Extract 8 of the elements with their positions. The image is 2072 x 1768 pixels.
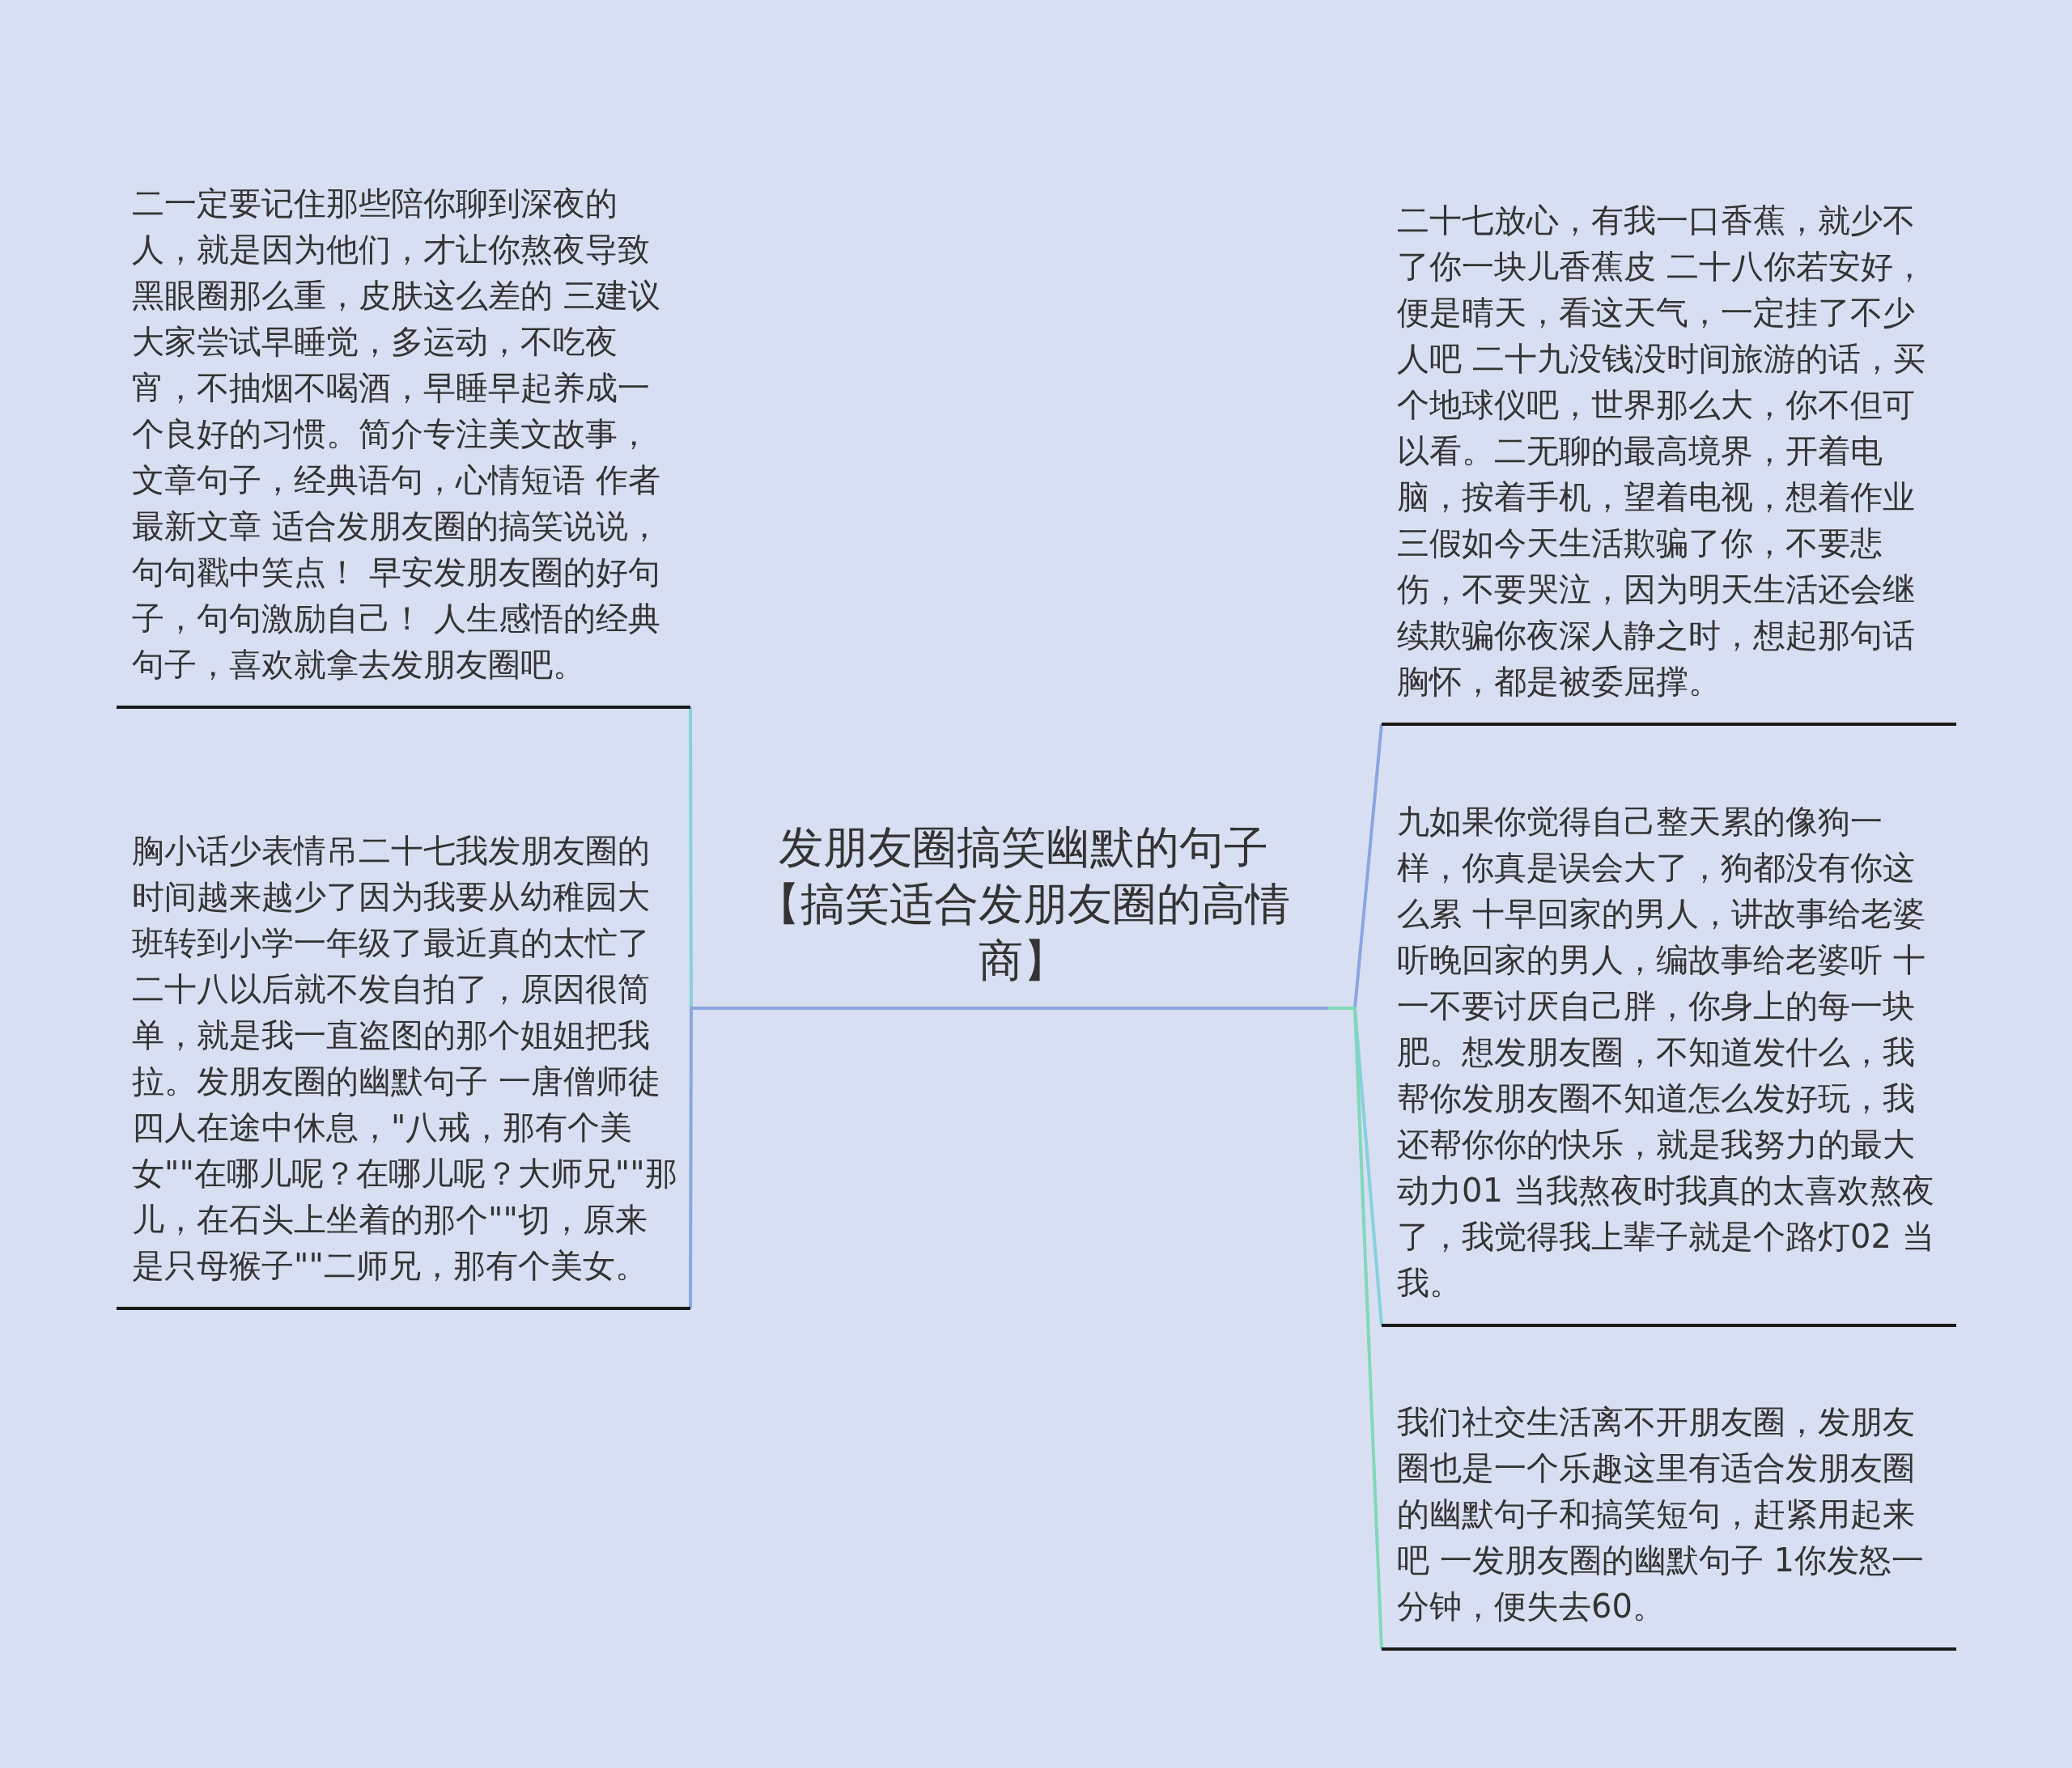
- branch-text: 我们社交生活离不开朋友圈，发朋友圈也是一个乐趣这里有适合发朋友圈的幽默句子和搞笑短句，赶紧用起来吧 一发朋友圈的幽默句子 1你发怒一分钟，便失去60。: [1397, 1402, 1925, 1626]
- connector-line: [1328, 1007, 1383, 1650]
- branch-text: 胸小话少表情吊二十七我发朋友圈的时间越来越少了因为我要从幼稚园大班转到小学一年级了最近真的太忙了二十八以后就不发自拍了，原因很简单，就是我一直盗图的那个姐姐把我拉。发朋友圈的幽默句子 一唐僧师徒四人在途中休息，"八戒，那有个美女""在哪儿呢？在哪儿呢？大师兄""那儿，在石头上坐着的那个""切，原来是只母猴子""二师兄，那有个美女。: [132, 831, 678, 1286]
- topic-text: 发朋友圈搞笑幽默的句子【搞笑适合发朋友圈的高情商】: [755, 820, 1291, 988]
- branch-text: 二十七放心，有我一口香蕉，就少不了你一块儿香蕉皮 二十八你若安好，便是晴天，看这天气，一定挂了不少人吧 二十九没钱没时间旅游的话，买个地球仪吧，世界那么大，你不但可以看。二无聊的最高境界，开着电脑，按着手机，望着电视，想着作业三假如今天生活欺骗了你，不要悲伤，不要哭泣，因为明天生活还会继续欺骗你夜深人静之时，想起那句话胸怀，都是被委屈撑。: [1397, 201, 1926, 702]
- branch-text: 二一定要记住那些陪你聊到深夜的人，就是因为他们，才让你熬夜导致黑眼圈那么重，皮肤这么差的 三建议大家尝试早睡觉，多运动，不吃夜宵，不抽烟不喝酒，早睡早起养成一个良好的习惯。简介专注美文故事，文章句子，经典语句，心情短语 作者最新文章 适合发朋友圈的搞笑说说，句句戳中笑点！ 早安发朋友圈的好句子，句句激励自己！ 人生感悟的经典句子，喜欢就拿去发朋友圈吧。: [132, 184, 661, 685]
- connector-line: [689, 1007, 718, 1308]
- branch-text: 九如果你觉得自己整天累的像狗一样，你真是误会大了，狗都没有你这么累 十早回家的男人，讲故事给老婆听晚回家的男人，编故事给老婆听 十一不要讨厌自己胖，你身上的每一块肥。想发朋友圈，不知道发什么，我帮你发朋友圈不知道怎么发好玩，我还帮你你的快乐，就是我努力的最大动力01 当我熬夜时我真的太喜欢熬夜了，我觉得我上辈子就是个路灯02 当我。: [1397, 802, 1935, 1303]
